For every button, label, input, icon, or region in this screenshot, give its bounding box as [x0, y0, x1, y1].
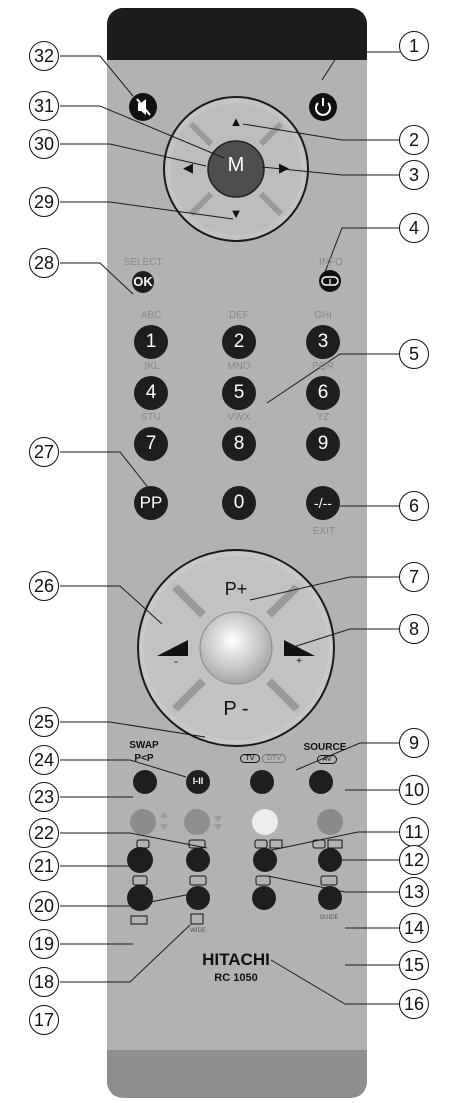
- brand-logo: HITACHI: [202, 950, 270, 969]
- dash-button[interactable]: -/--: [306, 486, 340, 520]
- callout-5: 5: [399, 339, 429, 369]
- callout-27: 27: [29, 437, 59, 467]
- power-icon: [309, 93, 337, 121]
- small-buttons: [127, 271, 342, 911]
- label-vwx: VWX: [227, 412, 251, 423]
- nav-center-label[interactable]: M: [227, 154, 245, 176]
- dtv-label: DTV: [262, 754, 286, 763]
- callout-31: 31: [29, 91, 59, 121]
- label-mno: MNO: [227, 361, 251, 372]
- callout-13: 13: [399, 877, 429, 907]
- vol-up-wedge: [284, 640, 315, 656]
- av-label: AV: [317, 755, 337, 764]
- callout-23: 23: [29, 782, 59, 812]
- digit-4-button[interactable]: 4: [134, 376, 168, 410]
- select-label: SELECT: [123, 257, 163, 268]
- callout-9: 9: [399, 728, 429, 758]
- source-label: SOURCE: [303, 742, 347, 753]
- digit-6-button[interactable]: 6: [306, 376, 340, 410]
- callout-24: 24: [29, 745, 59, 775]
- digit-0-button[interactable]: 0: [222, 486, 256, 520]
- swap-label: SWAP: [129, 740, 159, 751]
- program-ring: [137, 549, 335, 747]
- label-jkl: JKL: [142, 361, 160, 372]
- info-icon: [319, 270, 341, 292]
- digit-1-button[interactable]: 1: [134, 325, 168, 359]
- ok-button[interactable]: OK: [133, 274, 153, 289]
- digit-3-button[interactable]: 3: [306, 325, 340, 359]
- callout-1: 1: [399, 31, 429, 61]
- guide-label: GUIDE: [319, 915, 339, 921]
- leader-lines: [60, 51, 400, 1005]
- callout-19: 19: [29, 929, 59, 959]
- label-def: DEF: [229, 310, 249, 321]
- callout-7: 7: [399, 562, 429, 592]
- pp-button[interactable]: PP: [134, 486, 168, 520]
- model-name: RC 1050: [214, 972, 258, 984]
- callout-22: 22: [29, 818, 59, 848]
- tv-label: TV: [240, 754, 260, 763]
- label-pqr: PQR: [312, 361, 334, 372]
- callout-11: 11: [399, 817, 429, 847]
- digit-5-button[interactable]: 5: [222, 376, 256, 410]
- info-label: INFO: [319, 257, 343, 268]
- exit-label: EXIT: [312, 526, 336, 537]
- callout-3: 3: [399, 160, 429, 190]
- program-up-label[interactable]: P+: [224, 579, 248, 599]
- nav-up-arrow[interactable]: ▲: [229, 114, 243, 129]
- yellow-button: [252, 809, 278, 835]
- nav-left-arrow[interactable]: ◀: [183, 160, 193, 175]
- callout-4: 4: [399, 213, 429, 243]
- callout-30: 30: [29, 129, 59, 159]
- callout-18: 18: [29, 967, 59, 997]
- callout-8: 8: [399, 614, 429, 644]
- callout-26: 26: [29, 571, 59, 601]
- callout-28: 28: [29, 248, 59, 278]
- digit-8-button[interactable]: 8: [222, 427, 256, 461]
- callout-14: 14: [399, 913, 429, 943]
- callout-21: 21: [29, 851, 59, 881]
- nav-right-arrow[interactable]: ▶: [279, 160, 289, 175]
- callout-10: 10: [399, 775, 429, 805]
- callout-15: 15: [399, 950, 429, 980]
- label-yz: YZ: [316, 412, 330, 423]
- callout-17: 17: [29, 1005, 59, 1035]
- red-button: [130, 809, 156, 835]
- callout-16: 16: [399, 989, 429, 1019]
- callout-20: 20: [29, 891, 59, 921]
- callout-25: 25: [29, 707, 59, 737]
- teletext-icons: [130, 839, 343, 925]
- callout-12: 12: [399, 845, 429, 875]
- program-down-label[interactable]: P -: [223, 698, 249, 720]
- label-abc: ABC: [140, 310, 162, 321]
- swap-sub-label: P<P: [134, 753, 154, 764]
- digit-9-button[interactable]: 9: [306, 427, 340, 461]
- wide-label: WIDE: [190, 928, 206, 934]
- i-ii-button[interactable]: I-II: [192, 776, 204, 786]
- callout-32: 32: [29, 41, 59, 71]
- digit-7-button[interactable]: 7: [134, 427, 168, 461]
- mute-icon: [129, 93, 157, 121]
- callout-6: 6: [399, 491, 429, 521]
- volume-down-label[interactable]: -: [174, 654, 178, 668]
- volume-up-label[interactable]: +: [296, 656, 302, 667]
- nav-pad: [163, 96, 309, 242]
- callout-2: 2: [399, 125, 429, 155]
- callout-29: 29: [29, 187, 59, 217]
- blue-button: [317, 809, 343, 835]
- label-stu: STU: [141, 412, 161, 423]
- label-ghi: GHI: [314, 310, 332, 321]
- vol-down-wedge: [157, 640, 188, 656]
- nav-down-arrow[interactable]: ▼: [229, 206, 243, 221]
- digit-2-button[interactable]: 2: [222, 325, 256, 359]
- green-button: [184, 809, 210, 835]
